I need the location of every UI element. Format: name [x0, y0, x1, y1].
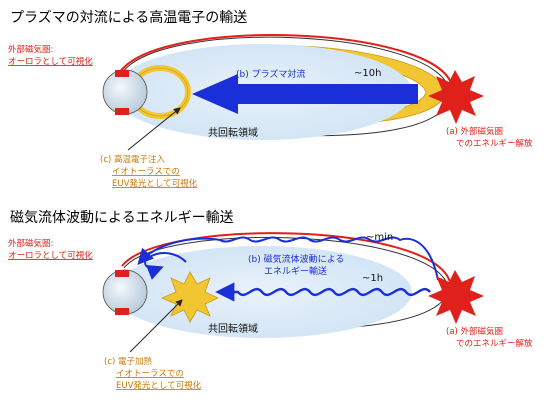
red-field-arc — [119, 34, 453, 87]
top-injection-line2: イオトーラスでの — [112, 167, 180, 177]
bottom-wave-line2: エネルギー輸送 — [264, 265, 327, 277]
wave-arc-fast — [137, 236, 439, 281]
aurora-north-marker — [115, 70, 129, 77]
bottom-min-label: ~min — [366, 232, 393, 243]
bottom-release-line1: (a) 外部磁気圏 — [446, 326, 503, 337]
bottom-aurora-line1: 外部磁気圏: — [8, 238, 53, 249]
heating-burst-icon — [160, 271, 219, 323]
aurora-south-marker — [115, 108, 129, 115]
top-aurora-line2: オーロラとして可視化 — [8, 56, 93, 67]
explosion-icon — [428, 70, 484, 124]
convection-arrow — [192, 74, 418, 114]
bottom-wave-line1: (b) 磁気流体波動による — [248, 253, 344, 265]
bottom-heating-line1: (c) 電子加熱 — [104, 356, 153, 367]
top-aurora-line1: 外部磁気圏: — [8, 44, 53, 55]
bottom-time-label: ~1h — [362, 273, 383, 284]
bottom-panel: 磁気流体波動によるエネルギー輸送 外部磁気圏: オーロラとして可視化 ~min … — [8, 210, 533, 391]
top-corotation-label: 共回転領域 — [208, 126, 258, 139]
wave-transport — [215, 282, 431, 302]
bottom-release-line2: でのエネルギー解放 — [456, 338, 533, 349]
bottom-heating-line3: EUV発光として可視化 — [116, 380, 202, 391]
bottom-corotation-label: 共回転領域 — [208, 322, 258, 335]
wave-loop — [144, 252, 187, 280]
top-title: プラズマの対流による高温電子の輸送 — [10, 9, 247, 26]
top-time-label: ~10h — [354, 68, 381, 79]
top-release-line2: でのエネルギー解放 — [456, 138, 533, 149]
top-panel: プラズマの対流による高温電子の輸送 外部磁気圏: オーロラとして可視化 (b) … — [8, 9, 533, 189]
bottom-heating-line2: イオトーラスでの — [116, 369, 184, 379]
bottom-aurora-line2: オーロラとして可視化 — [8, 250, 93, 261]
top-release-line1: (a) 外部磁気圏 — [446, 126, 503, 137]
explosion-icon-bottom — [428, 270, 484, 324]
aurora-south-marker-bottom — [115, 308, 129, 315]
injection-pointer — [127, 107, 181, 151]
top-convection-label: (b) プラズマ対流 — [236, 68, 305, 80]
top-injection-line1: (c) 高温電子注入 — [100, 154, 166, 165]
aurora-north-marker-bottom — [115, 270, 129, 277]
heating-pointer — [129, 299, 183, 353]
bottom-title: 磁気流体波動によるエネルギー輸送 — [10, 210, 234, 226]
top-injection-line3: EUV発光として可視化 — [112, 178, 198, 189]
